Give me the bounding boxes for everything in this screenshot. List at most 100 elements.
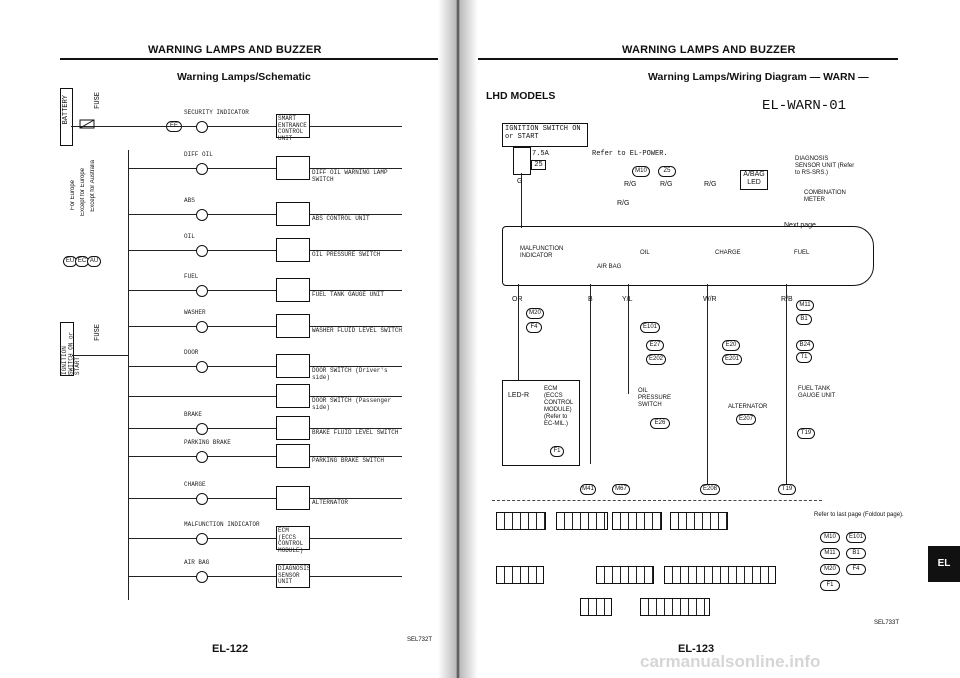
device-label: DOOR SWITCH (Driver's side) [312, 367, 388, 381]
refer-power: Refer to EL-POWER. [592, 150, 668, 158]
wire-label-b: B [588, 296, 593, 303]
alternator-label: ALTERNATOR [728, 404, 768, 410]
next-page-label: Next page [784, 222, 816, 229]
lamp-icon [196, 493, 208, 505]
left-header-rule [60, 58, 440, 60]
watermark: carmanualsonline.info [640, 652, 821, 671]
fuse-symbol [79, 119, 95, 129]
market-connector-au: AU [87, 256, 101, 267]
wire-wr [707, 284, 708, 484]
diagram-code: EL-WARN-01 [762, 98, 847, 114]
schematic-wire [128, 126, 402, 127]
device-box [276, 202, 310, 226]
device-label: DOOR SWITCH (Passenger side) [312, 397, 392, 411]
device-box [276, 564, 310, 588]
ground-m67: M67 [612, 484, 630, 495]
connector-diagram [612, 512, 662, 530]
fuse-box [513, 147, 531, 175]
ground-t19: T19 [778, 484, 796, 495]
book-gutter [438, 0, 478, 678]
connector-m10: M10 [632, 166, 650, 177]
ecm-box [502, 380, 580, 466]
wire-label-yl: Y/L [622, 296, 633, 303]
left-title: Warning Lamps/Schematic [177, 71, 311, 83]
ecm-label: ECM (ECCS CONTROL MODULE) (Refer to EC-M… [544, 386, 574, 427]
section-tab-el[interactable]: EL [928, 546, 960, 582]
ignition-label: IGNITION SWITCH ON or START [61, 331, 81, 375]
connector-e27: E27 [646, 340, 664, 351]
device-box [276, 156, 310, 180]
wire-rg-4: R/G [617, 200, 630, 207]
connector-diagram [640, 598, 710, 616]
connector-e20: E20 [722, 340, 740, 351]
connector-diagram [496, 566, 544, 584]
connector-diagram [556, 512, 608, 530]
oil-switch-label: OIL PRESSURE SWITCH [638, 388, 672, 408]
schematic-wire [128, 366, 402, 367]
device-label: SMART ENTRANCE CONTROL UNIT [278, 115, 307, 142]
device-box [276, 526, 310, 550]
lamp-icon [196, 285, 208, 297]
schematic-wire [128, 214, 402, 215]
wire-b [590, 284, 591, 464]
lamp-label: OIL [184, 233, 195, 240]
connector-diagram [670, 512, 728, 530]
ignition-box: IGNITION SWITCH ON or START [60, 322, 81, 376]
connector-z5: Z5 [658, 166, 676, 177]
wire-rg-1: R/G [624, 181, 637, 188]
note-code: M10 [820, 532, 840, 543]
lamp-label: BRAKE [184, 411, 203, 418]
schematic-wire [128, 456, 402, 457]
note-code: F4 [846, 564, 866, 575]
device-label: OIL PRESSURE SWITCH [312, 251, 381, 258]
combination-meter-frame [502, 226, 874, 286]
lamp-icon [196, 533, 208, 545]
device-box [276, 238, 310, 262]
fuse-number: 25 [531, 160, 546, 170]
device-label: FUEL TANK GAUGE UNIT [312, 291, 385, 298]
schematic-wire [128, 168, 402, 169]
device-label: DIFF OIL WARNING LAMP SWITCH [312, 169, 388, 183]
left-ref-code: SEL732T [407, 637, 433, 643]
wire-rg-3: R/G [704, 181, 717, 188]
device-label: ECM (ECCS CONTROL MODULE) [278, 527, 304, 554]
lamp-icon [196, 209, 208, 221]
schematic-wire [128, 250, 402, 251]
schematic-wire [128, 498, 402, 499]
lamp-icon [196, 121, 208, 133]
device-label: ALTERNATOR [312, 499, 349, 506]
connector-m20: M20 [526, 308, 544, 319]
connector-diagram [496, 512, 546, 530]
note-code: B1 [846, 548, 866, 559]
note-code: F1 [820, 580, 840, 591]
ground-m41: M41 [580, 484, 596, 495]
combination-meter-label: COMBINATION METER [804, 190, 846, 203]
ground-e208: E208 [700, 484, 720, 495]
connector-e202: E202 [646, 354, 666, 365]
connector-diagram [580, 598, 612, 616]
note-code: M20 [820, 564, 840, 575]
device-box [276, 278, 310, 302]
connector-e207: E207 [736, 414, 756, 425]
wire-or [518, 284, 519, 394]
feed-wire [521, 173, 522, 228]
airbag-led-box: A/BAG LED [740, 170, 768, 190]
wire-label-wr: W/R [703, 296, 717, 303]
note-code: M11 [820, 548, 840, 559]
device-label: ABS CONTROL UNIT [312, 215, 370, 222]
led-r-label: LED-R [508, 392, 530, 399]
schematic-wire [128, 538, 402, 539]
lamp-label: FUEL [184, 273, 199, 280]
device-box [276, 416, 310, 440]
wire-rg-2: R/G [660, 181, 673, 188]
battery-box: BATTERY [60, 88, 73, 146]
connector-e101: E101 [640, 322, 660, 333]
ignition-feed [72, 355, 128, 356]
device-label: WASHER FLUID LEVEL SWITCH [312, 327, 403, 334]
diagnosis-sensor-label: DIAGNOSIS SENSOR UNIT (Refer to RS-SRS.) [795, 156, 855, 176]
lamp-icon [196, 423, 208, 435]
device-box [276, 314, 310, 338]
fuse-amp: 7.5A [532, 150, 549, 158]
device-box [276, 114, 310, 138]
